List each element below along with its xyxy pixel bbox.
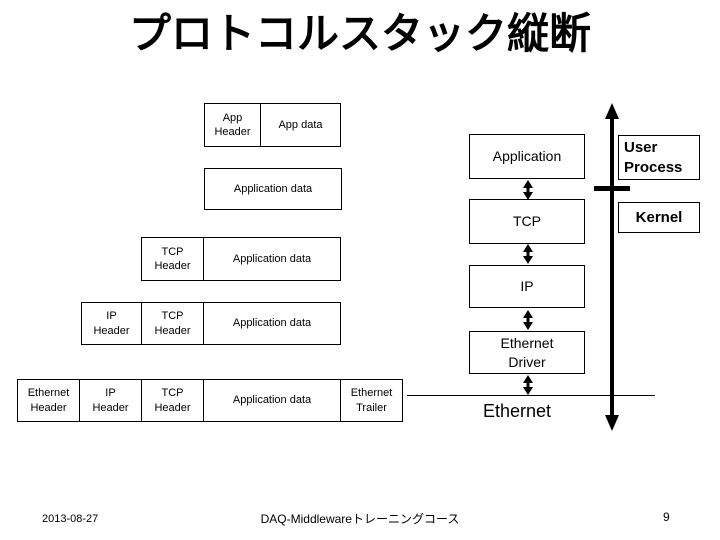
box-application-data: Application data — [203, 237, 341, 281]
vertical-double-arrow-icon — [605, 103, 619, 431]
stack-layer-ethernet-driver: Ethernet Driver — [469, 331, 585, 374]
small-double-arrow-icon — [523, 375, 533, 395]
ethernet-network-label: Ethernet — [483, 401, 552, 421]
encapsulation-row-app: App Header App data — [204, 103, 341, 147]
box-application-data: Application data — [203, 302, 341, 345]
box-tcp-header: TCP Header — [141, 237, 204, 281]
stack-layer-ip: IP — [469, 265, 585, 308]
stack-layer-application: Application — [469, 134, 585, 179]
kernel-label-box: Kernel — [618, 202, 700, 233]
box-application-data: Application data — [204, 168, 342, 210]
encapsulation-row-tcp: TCP Header Application data — [141, 237, 341, 281]
box-ethernet-header: Ethernet Header — [17, 379, 80, 422]
small-double-arrow-icon — [523, 310, 533, 330]
box-ip-header: IP Header — [81, 302, 142, 345]
footer-date: 2013-08-27 — [42, 513, 99, 525]
box-tcp-header: TCP Header — [141, 302, 204, 345]
encapsulation-row-ip: IP Header TCP Header Application data — [81, 302, 341, 345]
box-app-data: App data — [260, 103, 341, 147]
box-application-data: Application data — [203, 379, 341, 422]
footer-course-name: DAQ-Middlewareトレーニングコース — [260, 512, 460, 526]
stack-layer-tcp: TCP — [469, 199, 585, 244]
box-tcp-header: TCP Header — [141, 379, 204, 422]
box-app-header: App Header — [204, 103, 261, 147]
box-ethernet-trailer: Ethernet Trailer — [340, 379, 403, 422]
small-double-arrow-icon — [523, 180, 533, 200]
encapsulation-row-ethernet: Ethernet Header IP Header TCP Header App… — [17, 379, 403, 422]
user-kernel-boundary-tick — [594, 186, 630, 191]
box-ip-header: IP Header — [79, 379, 142, 422]
footer-page-number: 9 — [663, 510, 670, 524]
ethernet-wire-line — [407, 395, 655, 396]
user-process-label-box: User Process — [618, 135, 700, 180]
small-double-arrow-icon — [523, 244, 533, 264]
encapsulation-row-appdata: Application data — [204, 168, 342, 210]
slide-title: プロトコルスタック縦断 — [128, 10, 591, 57]
